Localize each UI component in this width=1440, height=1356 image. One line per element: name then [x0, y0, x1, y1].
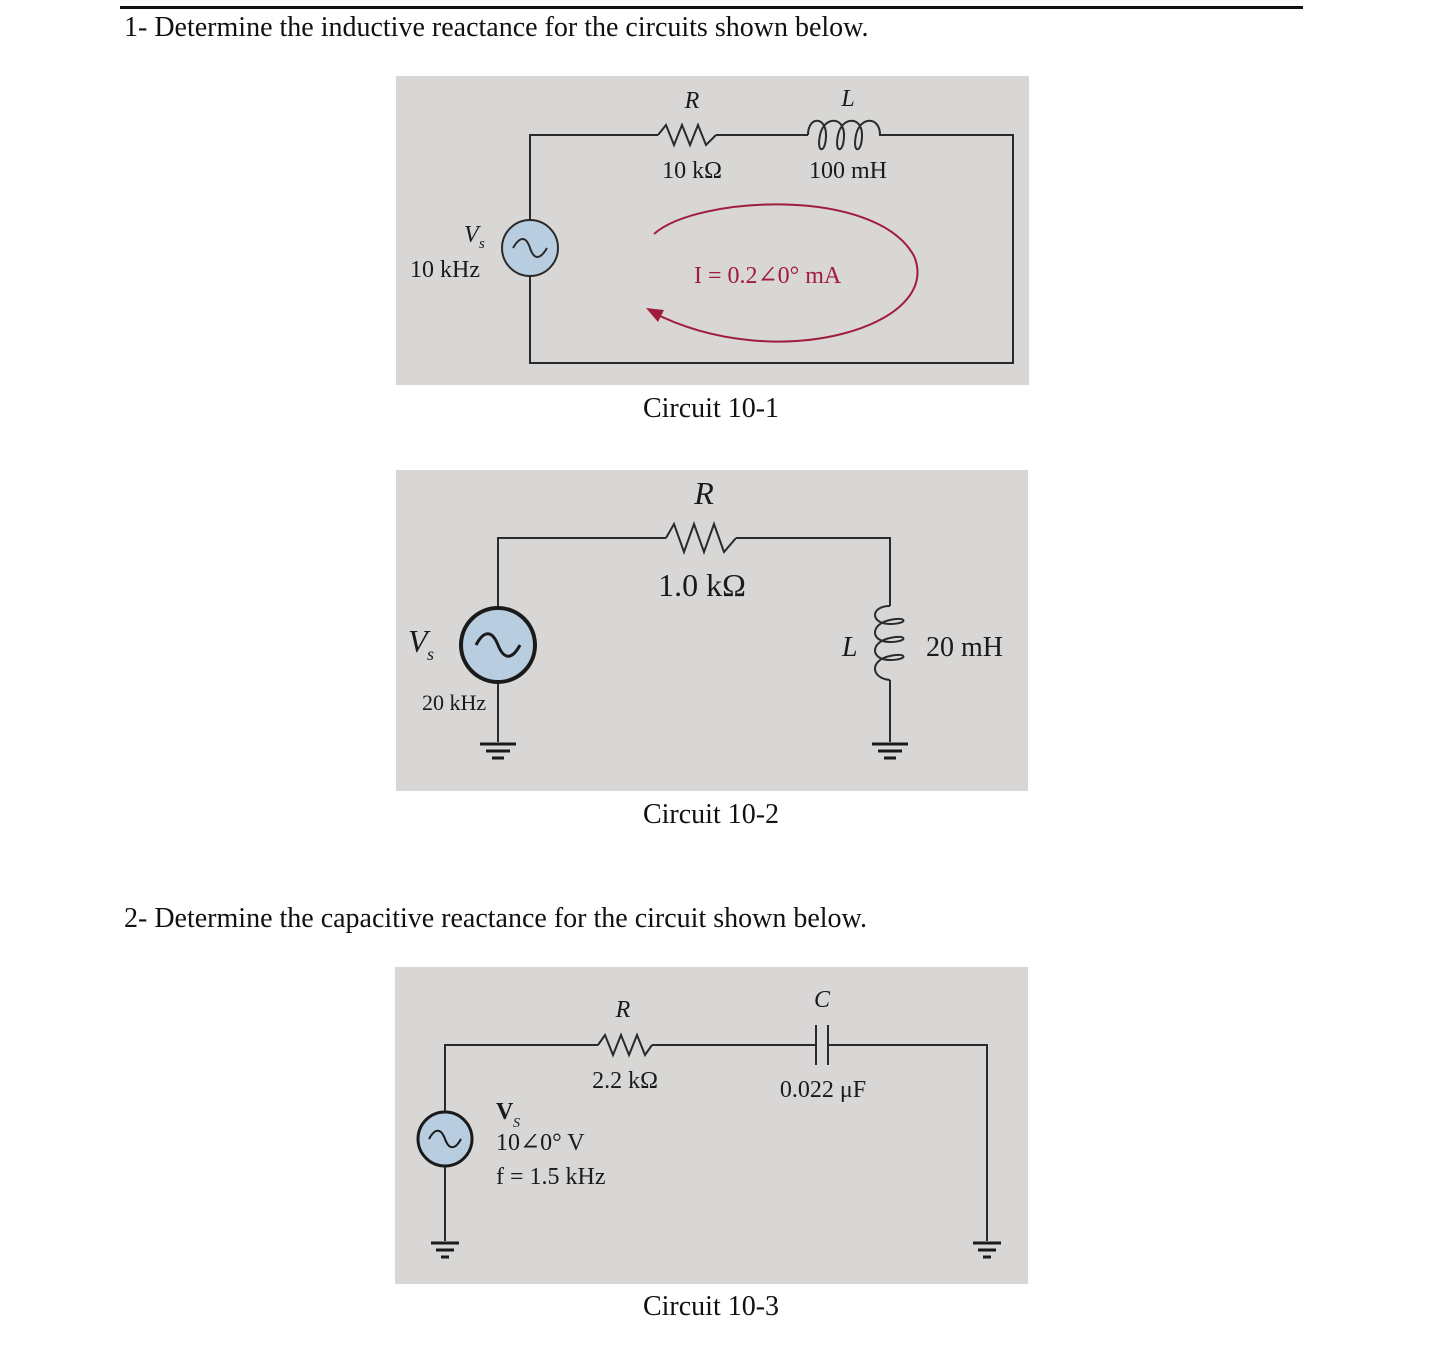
resistor-symbol: R — [684, 88, 700, 114]
circuit-10-3-figure: R 2.2 kΩ C 0.022 μF V S 10∠0° V f = 1.5 … — [395, 967, 1028, 1284]
circuit-10-1-figure: R 10 kΩ L 100 mH V s 10 kHz I = 0.2∠0° m… — [396, 76, 1029, 385]
question-1: 1- Determine the inductive reactance for… — [124, 12, 869, 43]
resistor-value: 1.0 kΩ — [658, 567, 746, 603]
resistor-value: 10 kΩ — [662, 158, 722, 184]
source-value: 10∠0° V — [496, 1130, 585, 1156]
current-value: I = 0.2∠0° mA — [694, 263, 842, 289]
source-symbol: V — [496, 1099, 514, 1125]
inductor-symbol: L — [841, 632, 858, 663]
capacitor-symbol: C — [814, 987, 831, 1013]
resistor-symbol: R — [615, 997, 631, 1023]
ground-icon — [480, 742, 516, 760]
source-frequency: f = 1.5 kHz — [496, 1164, 606, 1190]
resistor-value: 2.2 kΩ — [592, 1068, 658, 1094]
resistor-icon — [665, 521, 737, 555]
source-subscript: s — [427, 644, 434, 664]
circuit-10-2-caption: Circuit 10-2 — [642, 799, 780, 830]
circuit-10-1-caption: Circuit 10-1 — [642, 393, 780, 424]
source-frequency: 10 kHz — [410, 257, 480, 283]
resistor-symbol: R — [693, 475, 714, 511]
ground-icon — [431, 1241, 459, 1259]
inductor-icon — [874, 605, 905, 681]
source-subscript: s — [479, 236, 485, 252]
resistor-icon — [657, 122, 717, 148]
inductor-symbol: L — [840, 86, 854, 112]
question-2: 2- Determine the capacitive reactance fo… — [124, 903, 867, 934]
inductor-icon — [807, 119, 886, 151]
ground-icon — [973, 1241, 1001, 1259]
top-rule — [120, 6, 1303, 9]
circuit-10-3-caption: Circuit 10-3 — [642, 1291, 780, 1322]
current-loop-arrow — [651, 203, 919, 343]
capacitor-value: 0.022 μF — [780, 1077, 866, 1103]
capacitor-icon — [815, 1025, 829, 1065]
source-symbol: V — [464, 222, 481, 248]
source-subscript: S — [513, 1116, 520, 1131]
ground-icon — [872, 742, 908, 760]
inductor-value: 20 mH — [926, 632, 1003, 663]
source-symbol: V — [408, 623, 431, 659]
source-frequency: 20 kHz — [422, 690, 486, 715]
inductor-value: 100 mH — [809, 158, 887, 184]
circuit-10-2-figure: R 1.0 kΩ L 20 mH V s 20 kHz — [396, 470, 1028, 791]
resistor-icon — [597, 1032, 653, 1058]
